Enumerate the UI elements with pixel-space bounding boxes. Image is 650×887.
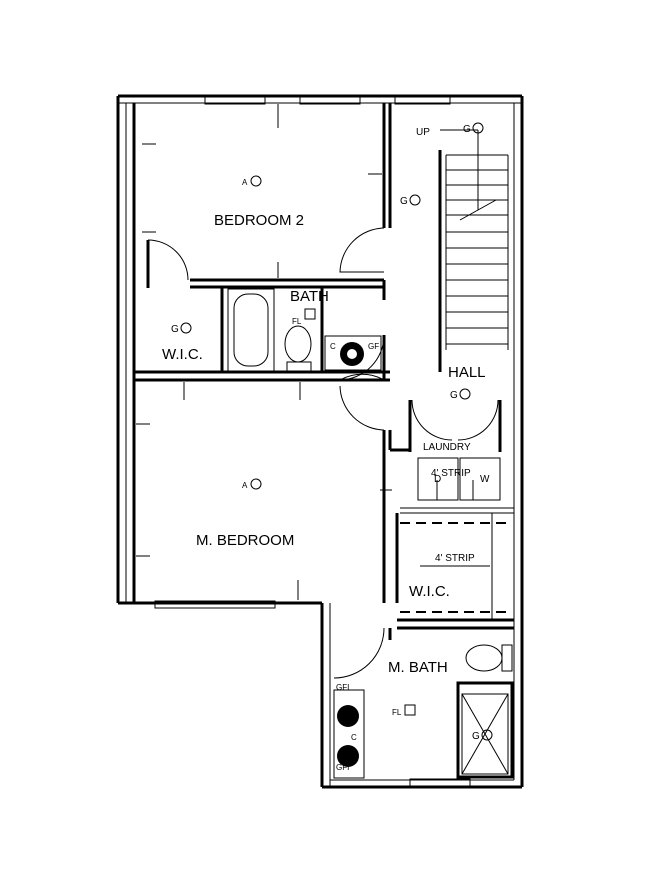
fl-label-bath: FL (292, 317, 302, 326)
symbol-g-wic: G (171, 324, 179, 335)
strip-light-label-wic: 4' STRIP (435, 553, 475, 564)
washer-dryer (417, 457, 501, 501)
vanity-master-bath (333, 689, 365, 779)
shower (456, 681, 514, 779)
symbol-g-hall-top: G (463, 124, 471, 135)
interior-walls (134, 103, 514, 640)
room-label-master-bath: M. BATH (388, 659, 448, 676)
fl-label-master-bath: FL (392, 708, 402, 717)
stair-up-label: UP (416, 127, 430, 138)
strip-light-label-laundry: 4' STRIP (431, 468, 471, 479)
room-label-bath: BATH (290, 288, 329, 305)
doors (147, 227, 499, 679)
room-label-wic-lower: W.I.C. (409, 583, 450, 600)
washer-label: W (480, 474, 490, 485)
symbol-g-laundry: G (450, 390, 458, 401)
room-label-bedroom-2: BEDROOM 2 (214, 212, 304, 229)
toilet-master-bath (465, 644, 513, 672)
symbol-a-bedroom-2: A (242, 178, 248, 187)
room-label-laundry: LAUNDRY (423, 442, 471, 453)
gf-label-bath: GF (368, 342, 379, 351)
windows (154, 94, 471, 789)
sink-bath (324, 335, 382, 371)
exterior-walls (116, 94, 524, 789)
electrical-marks (136, 104, 474, 600)
c-label-master-bath: C (351, 733, 357, 742)
bathtub (227, 288, 275, 372)
c-label-bath: C (330, 342, 336, 351)
gfi-label-top: GFI (336, 683, 349, 692)
closet-rods (400, 513, 512, 620)
outlet-symbols (180, 122, 493, 741)
symbol-g-hall-mid: G (400, 196, 408, 207)
room-label-master-bedroom: M. BEDROOM (196, 532, 294, 549)
dryer-label: D (434, 474, 441, 485)
room-label-wic-upper: W.I.C. (162, 346, 203, 363)
staircase (438, 129, 509, 372)
toilet-bath (284, 325, 312, 372)
symbol-a-master: A (242, 481, 248, 490)
gfi-label-bottom: GFI (336, 763, 349, 772)
symbol-g-shower: G (472, 731, 480, 742)
room-label-hall: HALL (448, 364, 486, 381)
